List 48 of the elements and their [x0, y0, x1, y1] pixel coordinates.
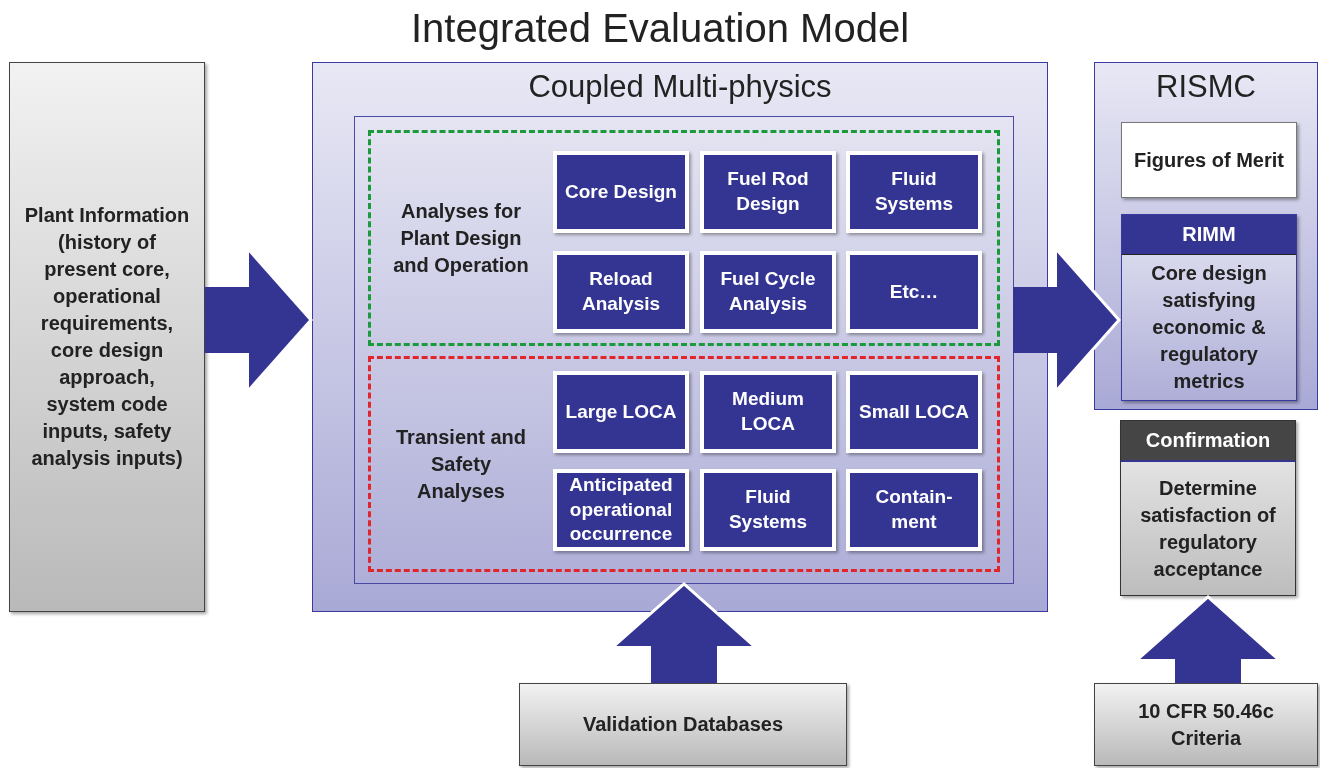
process-box	[846, 469, 982, 551]
diagram-title: Integrated Evaluation Model	[409, 6, 911, 51]
box-label: Validation Databases	[582, 712, 784, 737]
header-bar: RIMM	[1122, 215, 1296, 255]
process-box	[553, 151, 689, 233]
process-box	[553, 469, 689, 551]
process-box	[700, 469, 836, 551]
box-label: Contain- ment	[874, 485, 954, 534]
box-label: Small LOCA	[859, 399, 969, 424]
dashed-group-box	[368, 356, 1000, 572]
process-box	[1121, 214, 1297, 401]
panel-title: RISMC	[1155, 69, 1257, 105]
process-box	[700, 371, 836, 453]
box-label: Fluid Systems	[873, 167, 955, 216]
box-label: Fuel Rod Design	[726, 167, 810, 216]
process-box	[700, 251, 836, 333]
process-box	[553, 251, 689, 333]
input-box	[1094, 683, 1318, 766]
box-label: Figures of Merit	[1134, 147, 1284, 173]
box-label: Large LOCA	[565, 399, 677, 424]
process-box	[846, 371, 982, 453]
input-box	[9, 62, 205, 612]
box-label: Etc…	[889, 279, 939, 304]
box-label: Plant Information (history of present core, operational requirements, core design approach, system code inputs, safety analysis inputs)	[24, 203, 190, 471]
box-label: Determine satisfaction of regulatory acceptance	[1139, 475, 1277, 582]
header-bar: Confirmation	[1121, 421, 1295, 462]
box-label: Fluid Systems	[727, 485, 809, 534]
group-label: Transient and Safety Analyses	[395, 424, 527, 504]
box-label: Anticipated operational occurrence	[568, 472, 674, 547]
panel-title: Coupled Multi-physics	[527, 69, 833, 105]
box-label: Reload Analysis	[580, 267, 662, 316]
panel-box	[1094, 62, 1318, 410]
process-box	[846, 251, 982, 333]
box-label: Core Design	[565, 179, 677, 204]
group-label: Analyses for Plant Design and Operation	[392, 198, 530, 278]
box-label: Medium LOCA	[731, 387, 805, 436]
process-box	[846, 151, 982, 233]
result-box	[1121, 122, 1297, 198]
process-box	[700, 151, 836, 233]
input-box	[519, 683, 847, 766]
box-label: 10 CFR 50.46c Criteria	[1137, 698, 1275, 751]
box	[354, 116, 1014, 584]
box-label: Fuel Cycle Analysis	[719, 267, 817, 316]
process-box	[553, 371, 689, 453]
box-label: Core design satisfying economic & regulatory metrics	[1150, 261, 1268, 394]
process-box	[1120, 420, 1296, 596]
panel-box	[312, 62, 1048, 612]
dashed-group-box	[368, 130, 1000, 346]
